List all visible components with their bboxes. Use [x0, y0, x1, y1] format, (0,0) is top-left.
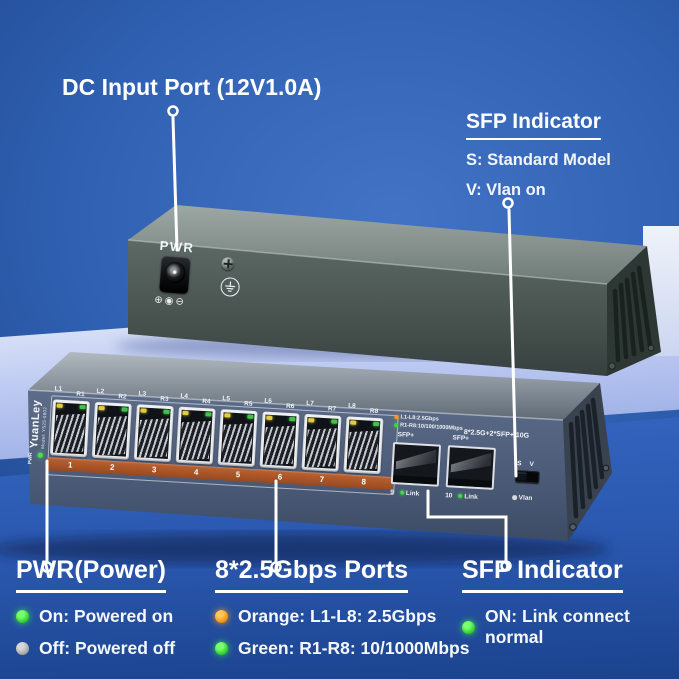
- callout-line-dc: [171, 116, 179, 252]
- front-device-top: [28, 352, 600, 420]
- back-device-front: [128, 240, 607, 376]
- status-label: Off: Powered off: [39, 638, 176, 658]
- ports-annotation-title: 8*2.5Gbps Ports: [215, 556, 409, 593]
- callout-circle-vlan: [502, 197, 514, 209]
- screw-icon: [602, 464, 610, 472]
- status-dot-gray: [16, 642, 29, 655]
- callout-line-sfp: [426, 489, 508, 562]
- callout-circle-dc: [167, 105, 179, 117]
- status-label: Orange: L1-L8: 2.5Gbps: [238, 606, 437, 626]
- back-device-edge-highlight: [127, 239, 608, 285]
- status-label: On: Powered on: [39, 606, 174, 626]
- back-panel: PWR ⊕◉⊖: [143, 228, 290, 329]
- callout-circle-sfp: [500, 560, 512, 572]
- pwr-annotation-items: On: Powered on Off: Powered off: [16, 606, 175, 659]
- dc-annotation-title: DC Input Port (12V1.0A): [62, 74, 322, 100]
- back-device-vents: [612, 265, 653, 363]
- status-dot-orange: [215, 610, 228, 623]
- callout-line-vlan: [507, 208, 518, 478]
- screw-icon: [647, 344, 655, 352]
- sfp-top-line-s: S: Standard Model: [466, 151, 611, 169]
- legend-row: ON: Link connect normal: [462, 606, 679, 648]
- callout-circle-ports: [270, 561, 282, 573]
- front-device-vents: [568, 397, 605, 519]
- status-label: Green: R1-R8: 10/1000Mbps: [238, 638, 470, 658]
- ground-icon: [219, 276, 241, 298]
- front-device-shadow: [0, 533, 610, 565]
- back-device-top: [128, 205, 647, 284]
- screw-icon: [569, 523, 577, 531]
- dc-annotation: DC Input Port (12V1.0A): [62, 74, 321, 101]
- legend-row: Orange: L1-L8: 2.5Gbps: [215, 606, 469, 627]
- status-label: ON: Link connect normal: [485, 606, 630, 647]
- sfp-bottom-annotation: SFP Indicator ON: Link connect normal: [462, 556, 679, 659]
- sfp-bottom-title: SFP Indicator: [462, 556, 623, 593]
- screw-icon: [608, 362, 616, 370]
- legend-row: On: Powered on: [16, 606, 175, 627]
- sfp-top-title: SFP Indicator: [466, 110, 601, 140]
- pwr-annotation-title: PWR(Power): [16, 556, 166, 593]
- sfp-bottom-items: ON: Link connect normal: [462, 606, 679, 648]
- pwr-annotation: PWR(Power) On: Powered on Off: Powered of…: [16, 556, 175, 670]
- sfp-top-annotation: SFP Indicator S: Standard Model V: Vlan …: [466, 110, 611, 200]
- status-dot-green: [16, 610, 29, 623]
- sfp-top-line-v: V: Vlan on: [466, 181, 546, 199]
- callout-circle-pwr: [41, 561, 53, 573]
- legend-row: Off: Powered off: [16, 638, 175, 659]
- legend-row: Green: R1-R8: 10/1000Mbps: [215, 638, 469, 659]
- status-dot-green: [215, 642, 228, 655]
- front-device-edge-highlight: [27, 389, 564, 421]
- status-dot-green: [462, 620, 475, 634]
